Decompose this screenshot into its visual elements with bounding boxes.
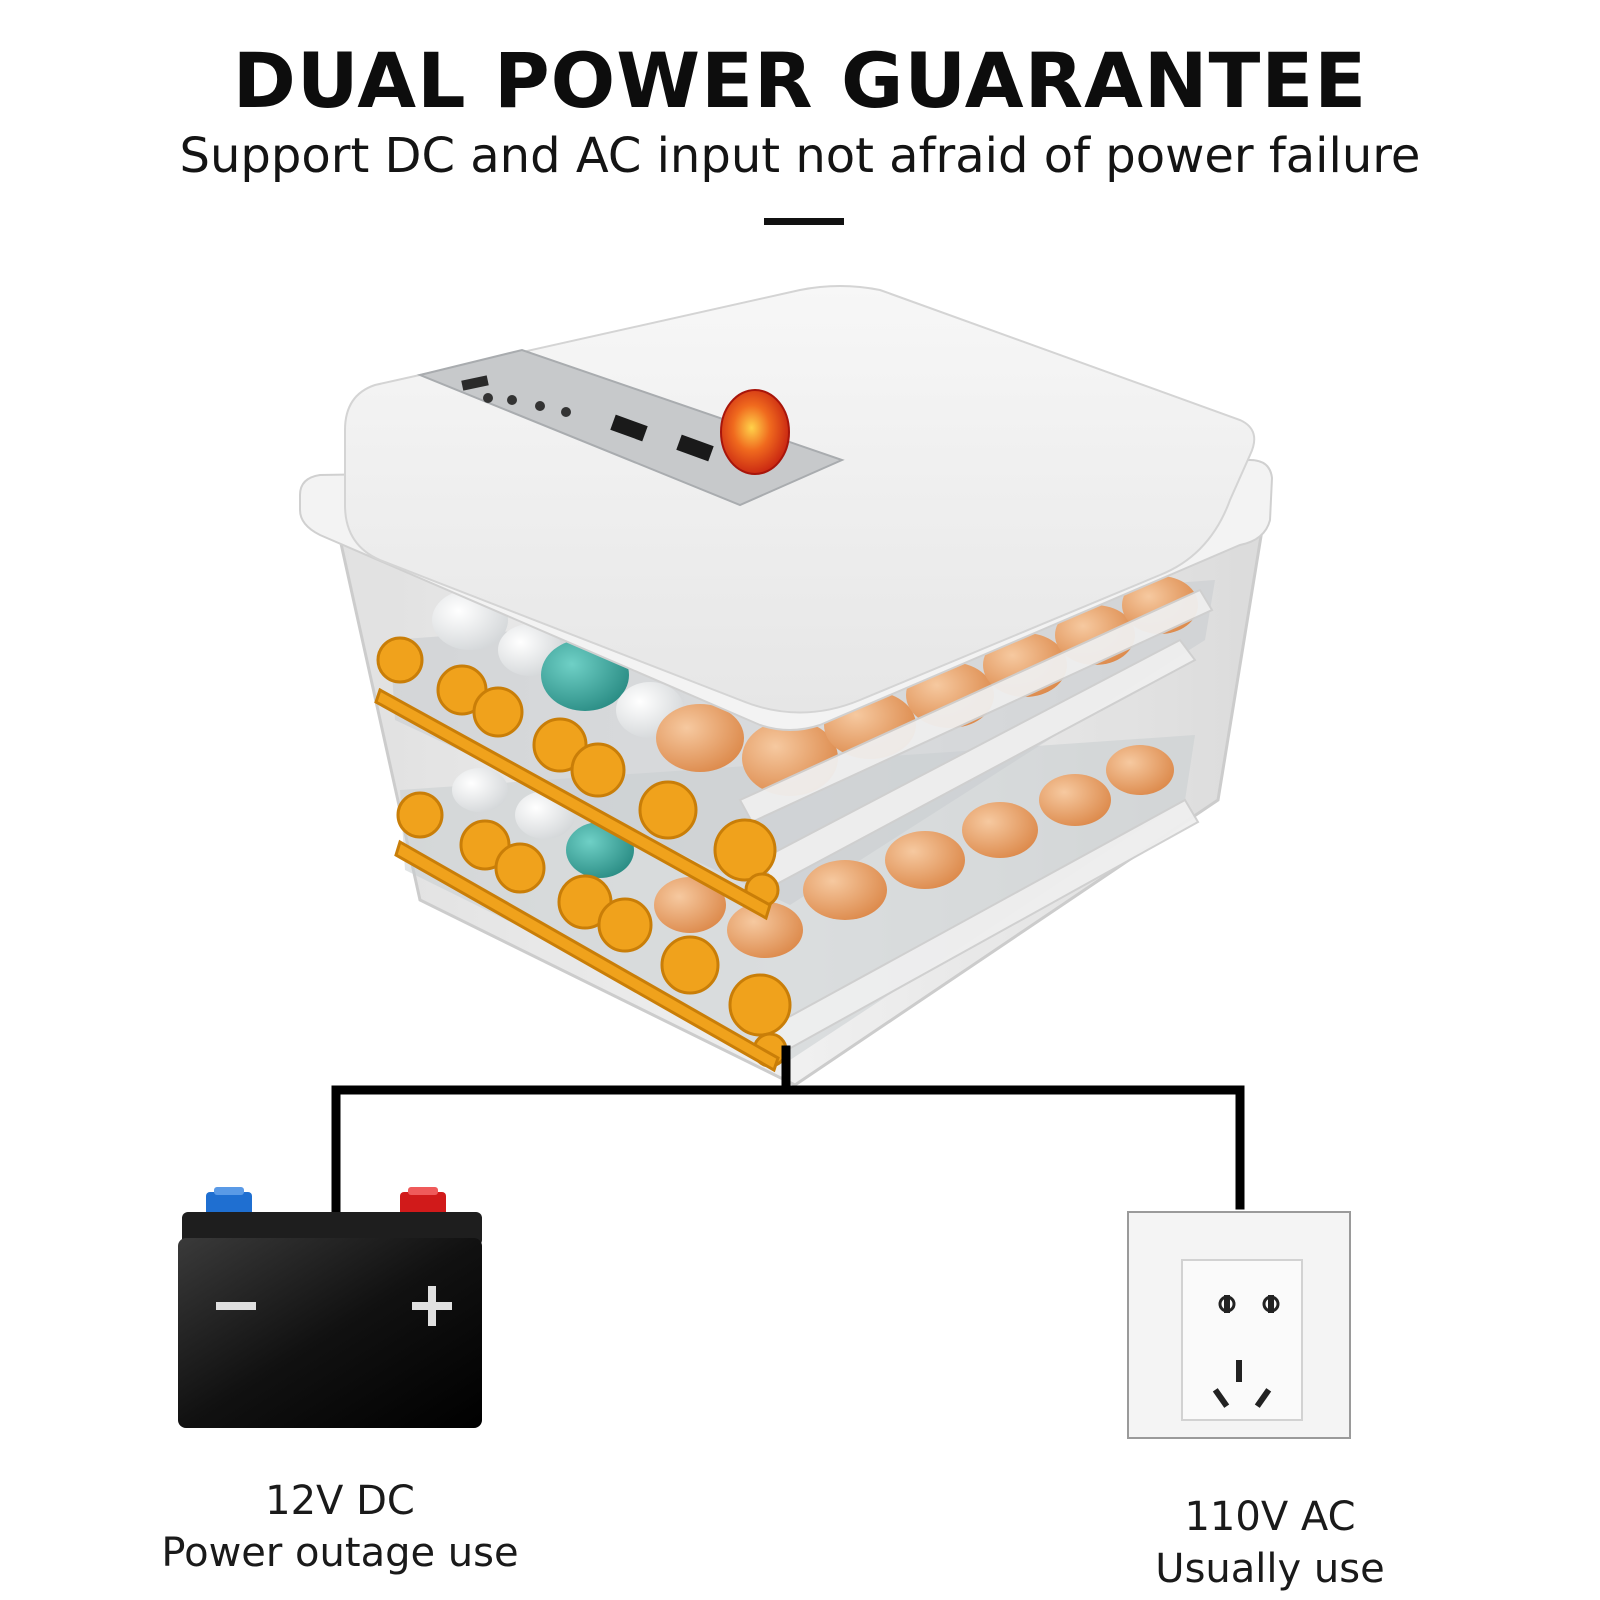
car-battery-icon [178, 1187, 482, 1428]
ac-note: Usually use [1155, 1546, 1385, 1592]
turning-gears-lower [394, 791, 792, 1073]
page-title: DUAL POWER GUARANTEE [232, 36, 1368, 125]
wall-socket-icon [1127, 1211, 1351, 1439]
dc-title: 12V DC [265, 1478, 415, 1524]
power-wiring [331, 1045, 1245, 1217]
ac-caption: 110V AC Usually use [1110, 1491, 1430, 1595]
turning-gears-upper [374, 636, 780, 921]
title-divider [764, 218, 844, 225]
egg-incubator-icon [299, 285, 1274, 1087]
dc-caption: 12V DC Power outage use [140, 1475, 540, 1579]
egg-row-lower [452, 745, 1174, 958]
page-subtitle: Support DC and AC input not afraid of po… [179, 128, 1421, 184]
ac-title: 110V AC [1184, 1494, 1356, 1540]
candling-egg-icon [720, 389, 790, 475]
dc-note: Power outage use [161, 1530, 519, 1576]
